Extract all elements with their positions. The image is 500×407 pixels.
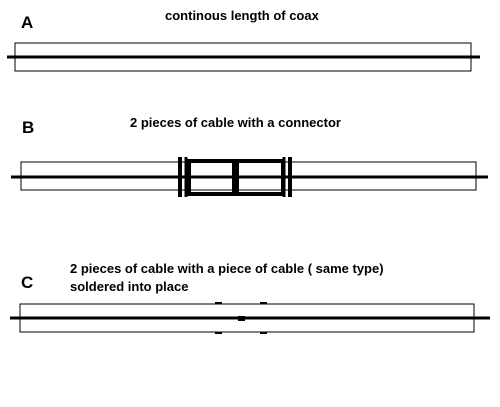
section-a: A continous length of coax <box>7 8 480 72</box>
section-c-caption-line-1: 2 pieces of cable with a piece of cable … <box>70 261 384 276</box>
section-a-letter: A <box>21 13 33 32</box>
section-b: B 2 pieces of cable with a connector <box>11 115 488 197</box>
section-c-caption-line-2: soldered into place <box>70 279 188 294</box>
section-b-connector <box>178 157 292 197</box>
section-b-letter: B <box>22 118 34 137</box>
section-b-caption: 2 pieces of cable with a connector <box>130 115 341 130</box>
section-a-caption: continous length of coax <box>165 8 320 23</box>
section-c: C 2 pieces of cable with a piece of cabl… <box>10 261 490 334</box>
section-c-letter: C <box>21 273 33 292</box>
section-c-solder-joint <box>215 302 267 334</box>
